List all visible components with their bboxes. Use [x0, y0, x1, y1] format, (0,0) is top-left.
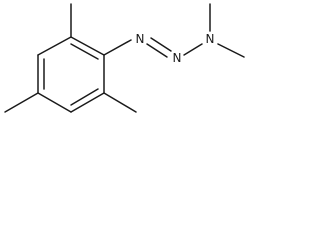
ring-double-bond-inner-1	[70, 43, 99, 60]
methyl-bond-bottom-right	[103, 92, 137, 113]
azo-double-bond-1	[146, 43, 168, 58]
nitrogen-label-3: N	[206, 32, 215, 46]
triazene-structure-diagram: N N N	[4, 3, 245, 113]
azo-double-bond-2	[150, 37, 172, 52]
n-methyl-bond-down-right	[217, 43, 245, 58]
benzene-ring	[37, 36, 105, 113]
methyl-bond-left	[4, 92, 39, 113]
ring-double-bond-inner-3	[70, 88, 99, 106]
nitrogen-label-2: N	[173, 51, 182, 65]
aryl-nitrogen-bond	[103, 39, 132, 56]
n-n-single-bond	[183, 43, 203, 56]
nitrogen-label-1: N	[136, 32, 145, 46]
ring-bond-c5-c6	[70, 92, 105, 113]
ring-bond-c2-c3	[37, 36, 72, 56]
ring-bond-c4-c5	[37, 92, 72, 113]
structure-canvas: N N N	[0, 0, 250, 128]
ring-bond-c1-c2	[70, 36, 105, 56]
